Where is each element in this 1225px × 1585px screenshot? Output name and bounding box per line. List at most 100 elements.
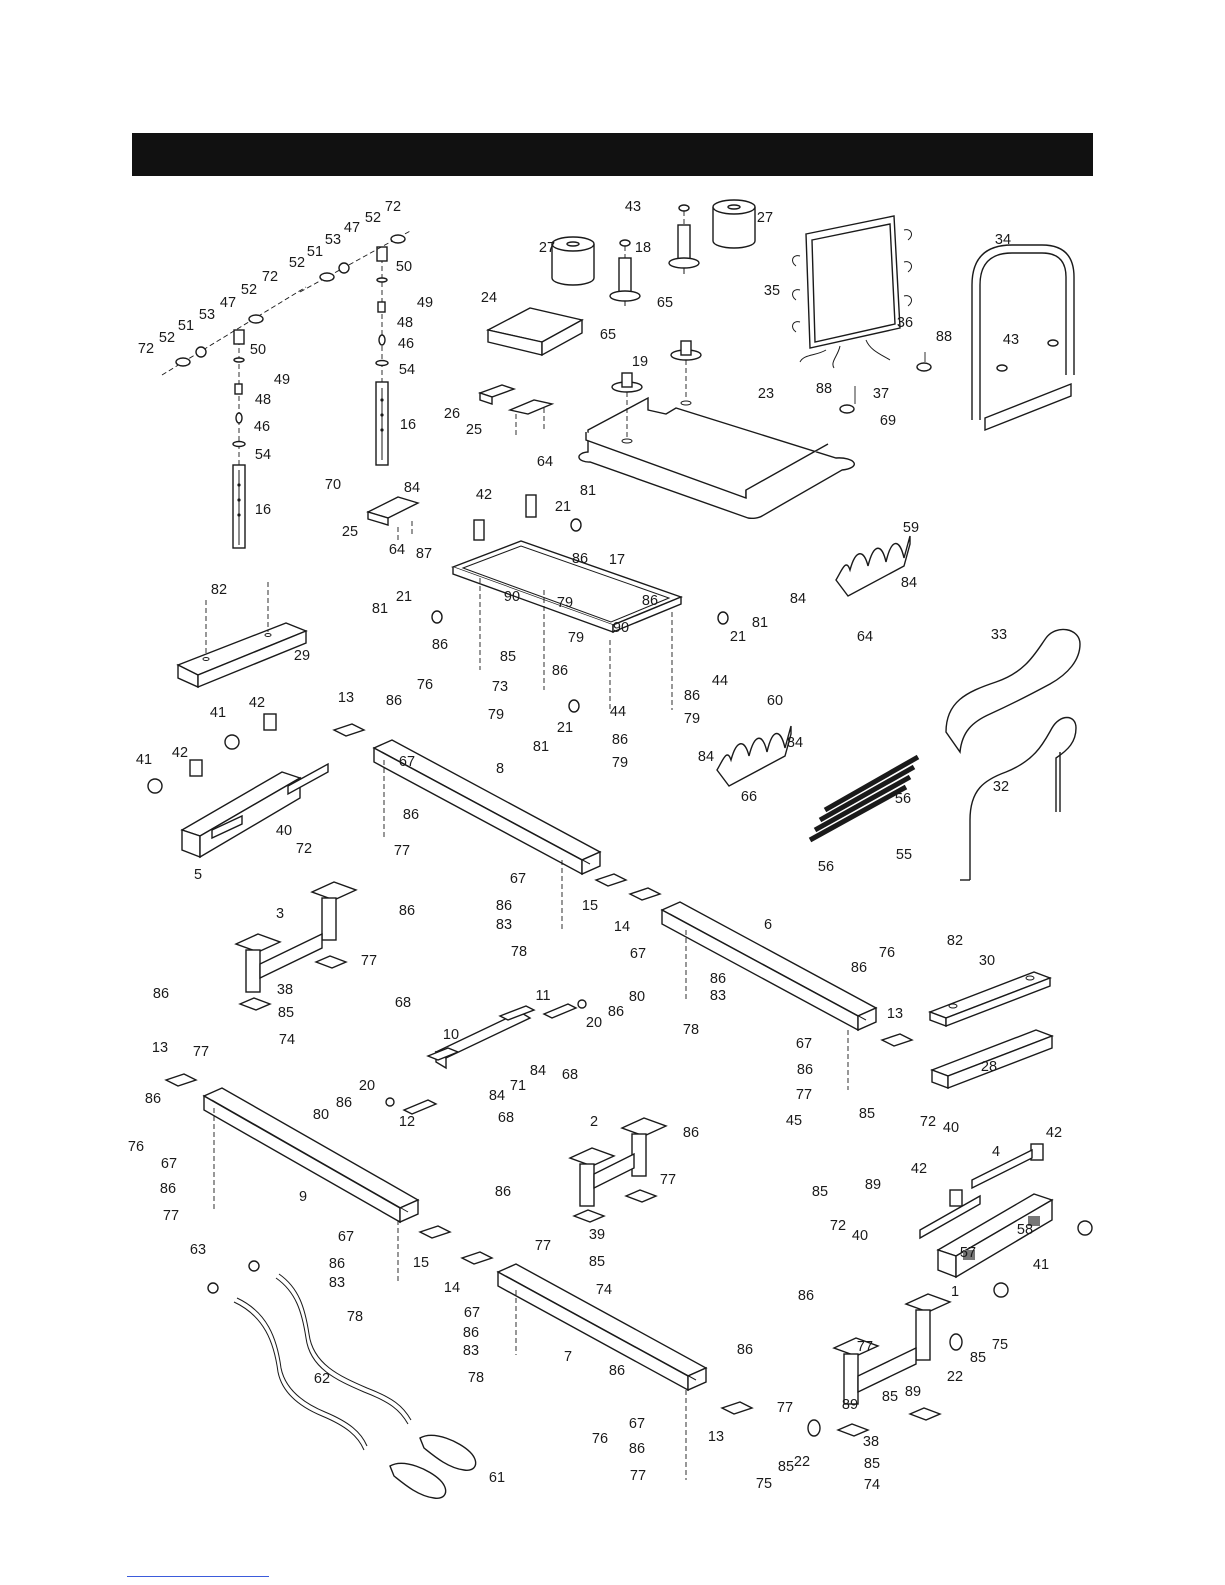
part-callout-c38a: 38 bbox=[277, 982, 293, 998]
part-callout-c28: 28 bbox=[981, 1059, 997, 1075]
part-callout-c74c: 74 bbox=[864, 1477, 880, 1493]
part-callout-c75a: 75 bbox=[992, 1337, 1008, 1353]
part-callout-c68b: 68 bbox=[562, 1067, 578, 1083]
jump-board bbox=[792, 215, 932, 414]
part-callout-c63: 63 bbox=[190, 1242, 206, 1258]
part-callout-c87: 87 bbox=[416, 546, 432, 562]
part-callout-c78a: 78 bbox=[511, 944, 527, 960]
part-callout-c15a: 15 bbox=[582, 898, 598, 914]
part-callout-c45: 45 bbox=[786, 1113, 802, 1129]
part-callout-c20b: 20 bbox=[359, 1078, 375, 1094]
part-callout-c85h: 85 bbox=[778, 1459, 794, 1475]
carriage-frame bbox=[431, 494, 729, 713]
part-callout-c13a: 13 bbox=[338, 690, 354, 706]
part-callout-c21c: 21 bbox=[730, 629, 746, 645]
head-end-frame bbox=[919, 1143, 1093, 1298]
part-callout-c46b: 46 bbox=[398, 336, 414, 352]
side-rail-7 bbox=[460, 1251, 754, 1480]
part-callout-c12: 12 bbox=[399, 1114, 415, 1130]
part-callout-c39: 39 bbox=[589, 1227, 605, 1243]
part-callout-c13d: 13 bbox=[708, 1429, 724, 1445]
part-callout-c18: 18 bbox=[635, 240, 651, 256]
part-callout-c27b: 27 bbox=[539, 240, 555, 256]
part-callout-c84e: 84 bbox=[698, 749, 714, 765]
part-callout-c42c: 42 bbox=[172, 745, 188, 761]
part-callout-c24: 24 bbox=[481, 290, 497, 306]
header-bar bbox=[132, 133, 1093, 176]
part-callout-c26: 26 bbox=[444, 406, 460, 422]
part-callout-c61: 61 bbox=[489, 1470, 505, 1486]
part-callout-c86h: 86 bbox=[403, 807, 419, 823]
part-callout-c84b: 84 bbox=[901, 575, 917, 591]
part-callout-c11: 11 bbox=[535, 988, 550, 1004]
part-callout-c14a: 14 bbox=[614, 919, 630, 935]
part-callout-c82b: 82 bbox=[947, 933, 963, 949]
part-callout-c3: 3 bbox=[276, 906, 284, 922]
part-callout-c86s: 86 bbox=[683, 1125, 699, 1141]
part-callout-c86t: 86 bbox=[495, 1184, 511, 1200]
mount-plate-30 bbox=[928, 971, 1052, 1028]
part-callout-c52b: 52 bbox=[289, 255, 305, 271]
part-callout-c40a: 40 bbox=[276, 823, 292, 839]
part-callout-c79b: 79 bbox=[568, 630, 584, 646]
part-callout-c80a: 80 bbox=[629, 989, 645, 1005]
part-callout-c40b: 40 bbox=[943, 1120, 959, 1136]
part-callout-c50b: 50 bbox=[396, 259, 412, 275]
part-callout-c64a: 64 bbox=[537, 454, 553, 470]
part-callout-c52a: 52 bbox=[365, 210, 381, 226]
springs bbox=[808, 754, 920, 843]
part-callout-c32: 32 bbox=[993, 779, 1009, 795]
part-callout-c72a: 72 bbox=[385, 199, 401, 215]
part-callout-c48a: 48 bbox=[255, 392, 271, 408]
part-callout-c84g: 84 bbox=[489, 1088, 505, 1104]
part-callout-c81c: 81 bbox=[752, 615, 768, 631]
part-callout-c86u: 86 bbox=[329, 1256, 345, 1272]
part-callout-c55: 55 bbox=[896, 847, 912, 863]
part-callout-c17: 17 bbox=[609, 552, 625, 568]
part-callout-c65b: 65 bbox=[600, 327, 616, 343]
part-callout-c53a: 53 bbox=[325, 232, 341, 248]
part-callout-c65a: 65 bbox=[657, 295, 673, 311]
part-callout-c34: 34 bbox=[995, 232, 1011, 248]
part-callout-c84f: 84 bbox=[530, 1063, 546, 1079]
part-callout-c51b: 51 bbox=[178, 318, 194, 334]
part-callout-c21a: 21 bbox=[555, 499, 571, 515]
part-callout-c77j: 77 bbox=[777, 1400, 793, 1416]
part-callout-c37: 37 bbox=[873, 386, 889, 402]
part-callout-c14b: 14 bbox=[444, 1280, 460, 1296]
part-callout-c43a: 43 bbox=[625, 199, 641, 215]
part-callout-c38b: 38 bbox=[863, 1434, 879, 1450]
part-callout-c83a: 83 bbox=[496, 917, 512, 933]
part-callout-c78b: 78 bbox=[683, 1022, 699, 1038]
part-callout-c77b: 77 bbox=[361, 953, 377, 969]
part-callout-c46a: 46 bbox=[254, 419, 270, 435]
part-callout-c35: 35 bbox=[764, 283, 780, 299]
footer-link-underline bbox=[127, 1576, 269, 1577]
mount-plate-left bbox=[176, 582, 308, 689]
part-callout-c15b: 15 bbox=[413, 1255, 429, 1271]
part-callout-c85g: 85 bbox=[882, 1389, 898, 1405]
part-callout-c29: 29 bbox=[294, 648, 310, 664]
side-rail-8 bbox=[332, 723, 628, 930]
part-callout-c23: 23 bbox=[758, 386, 774, 402]
part-callout-c85d: 85 bbox=[859, 1106, 875, 1122]
part-callout-c84c: 84 bbox=[790, 591, 806, 607]
part-callout-c67h: 67 bbox=[629, 1416, 645, 1432]
part-callout-c84d: 84 bbox=[787, 735, 803, 751]
part-callout-c22a: 22 bbox=[947, 1369, 963, 1385]
part-callout-c89a: 89 bbox=[865, 1177, 881, 1193]
part-callout-c19: 19 bbox=[632, 354, 648, 370]
small-bracket bbox=[366, 496, 420, 540]
part-callout-c78d: 78 bbox=[468, 1370, 484, 1386]
center-connector bbox=[385, 999, 587, 1115]
part-callout-c85c: 85 bbox=[589, 1254, 605, 1270]
shoulder-rail-upper bbox=[945, 628, 1081, 754]
part-callout-c67e: 67 bbox=[161, 1156, 177, 1172]
part-callout-c86j: 86 bbox=[399, 903, 415, 919]
part-callout-c85e: 85 bbox=[812, 1184, 828, 1200]
part-callout-c77d: 77 bbox=[796, 1087, 812, 1103]
part-callout-c13c: 13 bbox=[152, 1040, 168, 1056]
part-callout-c48b: 48 bbox=[397, 315, 413, 331]
